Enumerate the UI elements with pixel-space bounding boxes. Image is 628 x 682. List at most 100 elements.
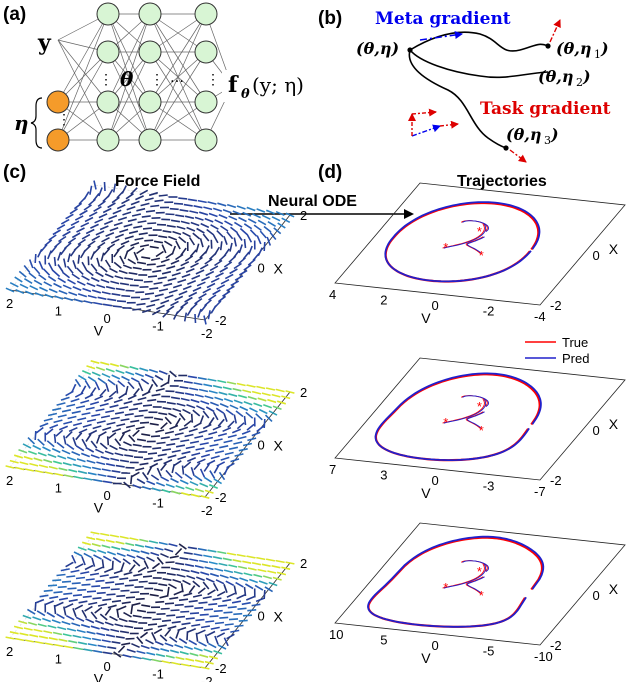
field-vector (66, 443, 75, 451)
field-vector (56, 613, 65, 620)
field-vector (130, 200, 140, 206)
field-vector (243, 415, 247, 426)
start-marker: * (479, 423, 484, 438)
field-vector (74, 378, 82, 388)
field-vector (107, 298, 117, 302)
field-vector (181, 450, 191, 455)
field-vector (141, 308, 152, 314)
field-vector (214, 396, 224, 401)
field-vector (93, 206, 102, 212)
v-tick-label: 3 (380, 468, 387, 483)
field-vector (175, 391, 185, 395)
field-vector (97, 296, 107, 300)
field-vector (113, 398, 123, 404)
field-vector (88, 429, 98, 436)
field-vector (247, 609, 257, 612)
field-vector (275, 210, 285, 217)
field-vector (96, 632, 106, 637)
field-vector (13, 625, 24, 630)
field-vector (81, 541, 92, 546)
field-vector (90, 531, 100, 535)
field-vector (191, 623, 201, 627)
field-vector (93, 649, 103, 654)
field-vector (180, 663, 191, 667)
field-vector (213, 464, 220, 474)
v-axis-label: V (421, 650, 431, 666)
field-vector (61, 449, 71, 455)
field-vector (207, 589, 216, 596)
field-vector (33, 628, 43, 633)
eta-brace (30, 97, 43, 149)
field-vector (197, 376, 207, 381)
field-vector (188, 585, 196, 594)
field-vector (113, 221, 123, 227)
field-vector (275, 388, 285, 393)
field-vector (203, 206, 213, 211)
field-vector (268, 581, 278, 587)
field-vector (52, 229, 62, 236)
plot-frame (334, 522, 626, 646)
x-tick-label: 0 (258, 261, 265, 276)
field-vector (127, 381, 135, 390)
field-vector (258, 408, 268, 415)
field-vector (198, 388, 209, 393)
field-vector (91, 235, 101, 242)
field-vector (182, 285, 192, 291)
field-vector (169, 424, 179, 430)
field-vector (203, 476, 213, 483)
field-vector (146, 303, 156, 308)
field-vector (136, 650, 146, 655)
field-vector (94, 566, 104, 572)
field-vector (137, 566, 147, 573)
field-vector (198, 429, 208, 434)
field-vector (233, 414, 237, 424)
panel-label-d: (d) (318, 162, 342, 183)
field-vector (171, 620, 181, 624)
field-vector (265, 387, 276, 391)
panel-label-b: (b) (318, 8, 342, 29)
field-vector (178, 236, 187, 244)
network-edge (149, 13, 207, 103)
field-vector (227, 606, 237, 609)
field-vector (65, 431, 73, 439)
field-vector (239, 405, 249, 412)
field-vector (127, 394, 137, 400)
field-vector (48, 637, 58, 641)
field-vector (49, 595, 59, 600)
field-vector (122, 654, 132, 658)
true-transient (465, 576, 484, 594)
field-vector (104, 273, 114, 279)
field-vector (148, 191, 159, 197)
field-vector (141, 215, 151, 218)
field-vector (177, 455, 187, 461)
v-tick-label: -2 (201, 326, 213, 341)
field-vector (196, 458, 206, 464)
field-vector (111, 374, 121, 380)
field-vector (243, 223, 253, 230)
field-vector (168, 412, 177, 418)
field-vector (146, 651, 156, 656)
field-vector (132, 429, 140, 437)
field-vector (119, 364, 129, 369)
field-vector (43, 417, 53, 422)
field-vector (198, 559, 209, 564)
field-vector (189, 210, 199, 214)
field-vector (216, 590, 226, 597)
field-vector (185, 657, 195, 662)
field-vector (138, 580, 148, 583)
field-vector (119, 406, 129, 410)
field-vector (236, 594, 246, 600)
field-vector (257, 247, 263, 257)
field-vector (99, 574, 109, 578)
field-vector (32, 616, 42, 621)
field-vector (194, 488, 205, 493)
start-marker: * (477, 224, 482, 239)
field-vector (123, 400, 133, 405)
field-vector (82, 465, 92, 469)
v-tick-label: 1 (55, 304, 62, 319)
field-vector (105, 463, 116, 467)
output-label-bg (222, 70, 314, 102)
field-vector (106, 436, 110, 446)
field-vector (233, 249, 240, 259)
field-vector (98, 431, 107, 437)
